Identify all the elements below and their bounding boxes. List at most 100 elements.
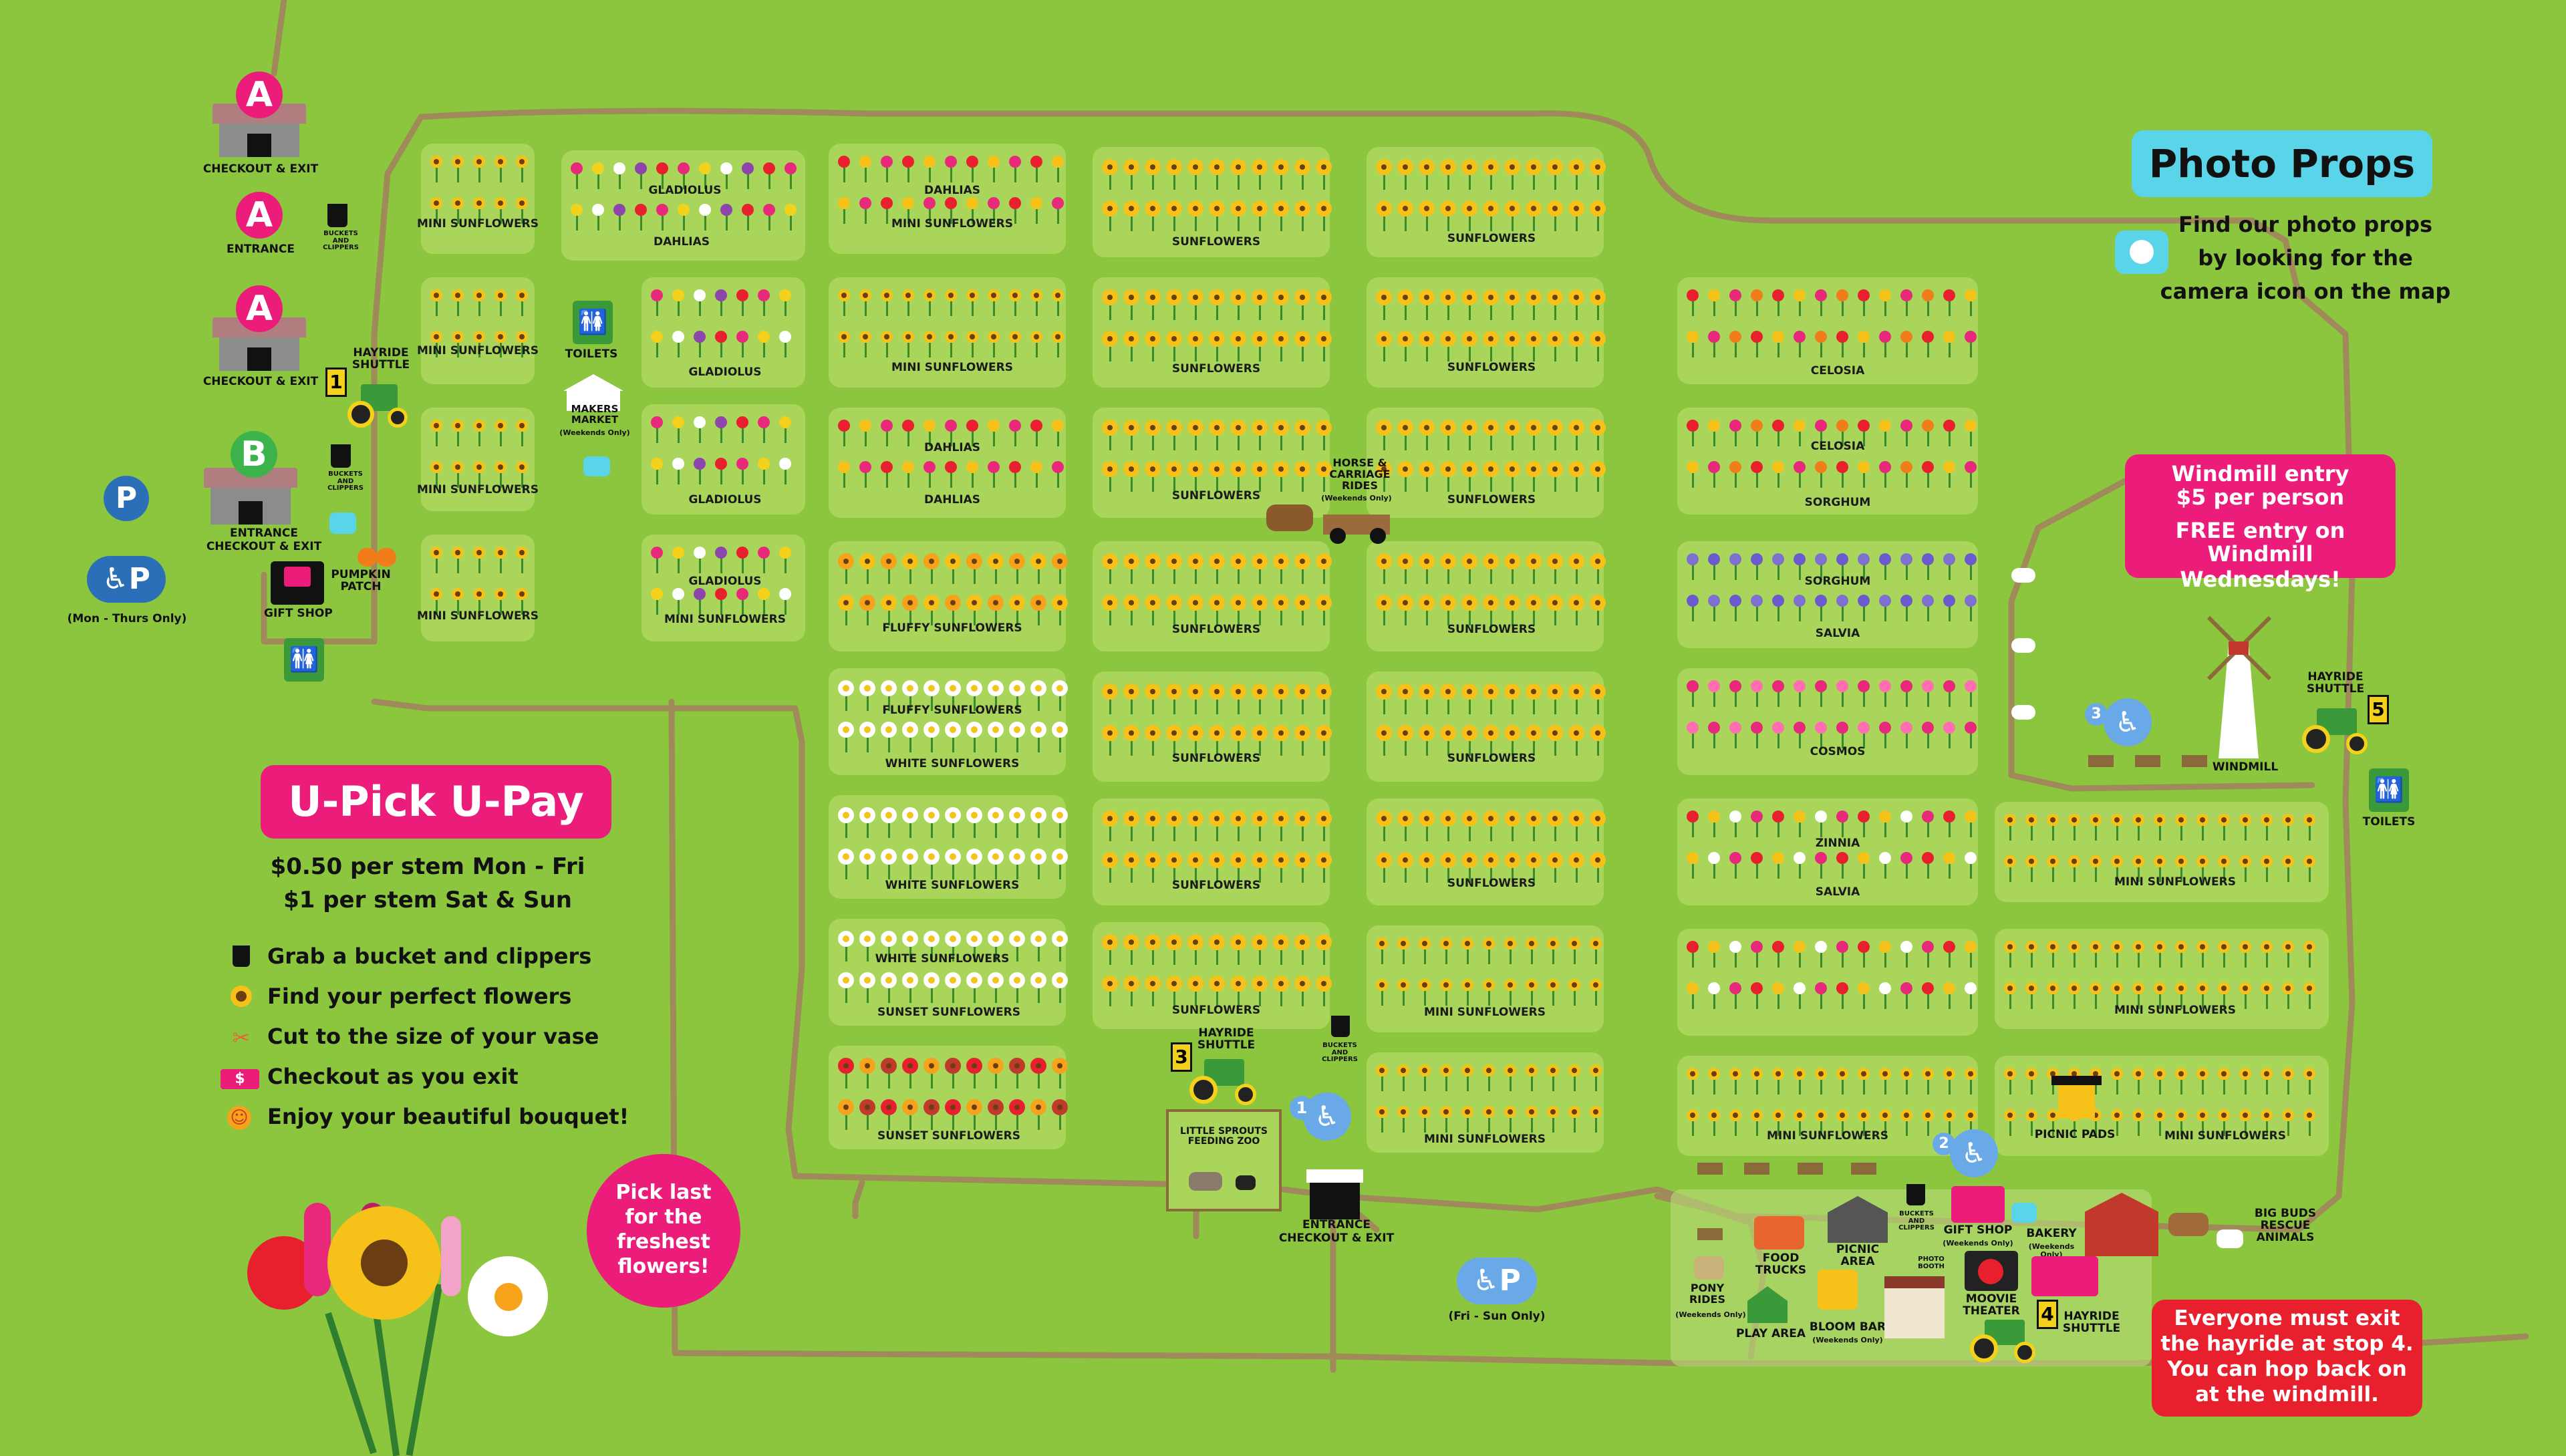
bakery-icon[interactable] — [2031, 1256, 2098, 1296]
accessible-stop-1[interactable]: ♿ — [1303, 1093, 1351, 1141]
flower-plot[interactable] — [1995, 929, 2329, 1029]
windmill-icon[interactable] — [2178, 605, 2299, 758]
flower-plot[interactable] — [829, 668, 1068, 775]
flower-mark — [1273, 200, 1289, 231]
flower-mark — [1547, 461, 1563, 492]
makers-market-tent[interactable] — [563, 374, 623, 411]
moovie-theater-icon[interactable] — [1965, 1251, 2018, 1291]
flower-mark — [694, 289, 706, 316]
food-truck-icon[interactable] — [1754, 1216, 1804, 1250]
flower-plot[interactable] — [1995, 1056, 2329, 1156]
flower-mark — [758, 458, 770, 484]
flower-plot[interactable] — [829, 1046, 1068, 1149]
plot-label: MINI SUNFLOWERS — [1767, 1129, 1888, 1143]
flower-plot[interactable] — [1677, 798, 1978, 905]
flower-plot[interactable] — [1367, 277, 1606, 388]
flower-plot[interactable] — [421, 408, 535, 511]
flower-plot[interactable] — [1677, 1056, 1978, 1156]
parking-marker[interactable]: P — [104, 476, 149, 521]
plot-label: SUNFLOWERS — [1171, 1004, 1261, 1017]
flower-plot[interactable] — [642, 277, 805, 388]
plot-label: MINI SUNFLOWERS — [417, 344, 539, 357]
flower-plot[interactable] — [1677, 277, 1978, 384]
flower-mark — [2303, 1068, 2315, 1095]
flower-mark — [2261, 1068, 2273, 1095]
flower-plot[interactable] — [421, 277, 535, 384]
flower-plot[interactable] — [1093, 922, 1332, 1029]
flower-plot[interactable] — [829, 144, 1066, 254]
accessible-stop-2[interactable]: ♿ — [1950, 1129, 1998, 1177]
flower-plot[interactable] — [1677, 408, 1978, 515]
flower-plot[interactable] — [1093, 277, 1332, 388]
flower-plot[interactable] — [1367, 798, 1606, 905]
flower-plot[interactable] — [1367, 541, 1606, 651]
flower-mark — [672, 458, 684, 484]
flower-plot[interactable] — [1677, 668, 1978, 775]
sheep-icons — [2008, 561, 2041, 722]
flower-mark — [592, 162, 604, 189]
flower-mark — [1858, 461, 1870, 488]
flower-plot[interactable] — [1093, 798, 1332, 905]
flower-plot[interactable] — [1093, 408, 1332, 518]
flower-mark — [1102, 461, 1118, 492]
flower-plot[interactable] — [1093, 672, 1332, 782]
flower-mark — [1708, 595, 1720, 621]
flower-mark — [1943, 852, 1955, 879]
flower-plot[interactable] — [561, 150, 805, 261]
flower-plot[interactable] — [829, 919, 1068, 1026]
entrance-building-2[interactable] — [1306, 1169, 1363, 1219]
flower-plot[interactable] — [421, 535, 535, 641]
flower-mark — [988, 849, 1004, 879]
flower-plot[interactable] — [642, 404, 805, 515]
entrance-b-building[interactable] — [204, 468, 297, 528]
flower-mark — [2025, 1068, 2037, 1095]
flower-mark — [1547, 420, 1563, 450]
flower-plot[interactable] — [421, 144, 535, 254]
feeding-zoo-area[interactable]: LITTLE SPROUTS FEEDING ZOO — [1166, 1109, 1282, 1211]
accessible-parking-marker-1[interactable]: ♿P — [87, 556, 166, 603]
flower-mark — [945, 289, 957, 316]
accessible-parking-marker-2[interactable]: ♿P — [1457, 1258, 1537, 1304]
flower-mark — [1965, 595, 1977, 621]
flower-plot[interactable] — [1367, 1052, 1604, 1153]
flower-mark — [1209, 420, 1225, 450]
flower-plot[interactable] — [1367, 147, 1606, 257]
toilets-label-2: TOILETS — [565, 347, 618, 361]
flower-plot[interactable] — [829, 408, 1066, 518]
flower-plot[interactable] — [1367, 672, 1606, 782]
flower-plot[interactable] — [829, 541, 1068, 651]
flower-plot[interactable] — [829, 277, 1066, 388]
flower-mark — [1009, 1099, 1025, 1130]
flower-mark — [1815, 289, 1827, 316]
flower-plot[interactable] — [642, 535, 805, 641]
flower-mark — [1252, 553, 1268, 584]
accessible-stop-3[interactable]: ♿ — [2104, 698, 2152, 746]
flower-mark — [1547, 1106, 1559, 1133]
flower-plot[interactable] — [1367, 408, 1606, 518]
flower-mark — [779, 416, 791, 443]
bloom-bar-icon[interactable] — [1818, 1270, 1858, 1310]
flower-mark — [1187, 976, 1203, 1006]
flower-plot[interactable] — [1677, 541, 1978, 648]
flower-mark — [1815, 420, 1827, 446]
flower-mark — [2154, 855, 2166, 882]
flower-plot[interactable] — [1677, 929, 1978, 1036]
flower-plot[interactable] — [1367, 925, 1604, 1032]
gift-shop-icon-1[interactable] — [271, 561, 324, 605]
flower-mark — [1687, 461, 1699, 488]
flower-mark — [1273, 331, 1289, 361]
flower-mark — [1526, 979, 1538, 1006]
flower-plot[interactable] — [1093, 147, 1332, 257]
flower-mark — [452, 197, 464, 224]
flower-plot[interactable] — [1995, 802, 2329, 902]
checkout-exit-a-top[interactable] — [212, 104, 306, 164]
flower-mark — [1209, 289, 1225, 320]
makers-market-label: MAKERS MARKET — [571, 403, 619, 426]
flower-mark — [859, 197, 871, 224]
plot-label: CELOSIA — [1810, 440, 1865, 453]
rescue-animals-icons — [2168, 1213, 2249, 1253]
picnic-pads-icon[interactable] — [2051, 1076, 2102, 1123]
gift-shop-icon-2[interactable] — [1951, 1186, 2005, 1223]
flower-plot[interactable] — [829, 795, 1068, 899]
flower-plot[interactable] — [1093, 541, 1332, 651]
